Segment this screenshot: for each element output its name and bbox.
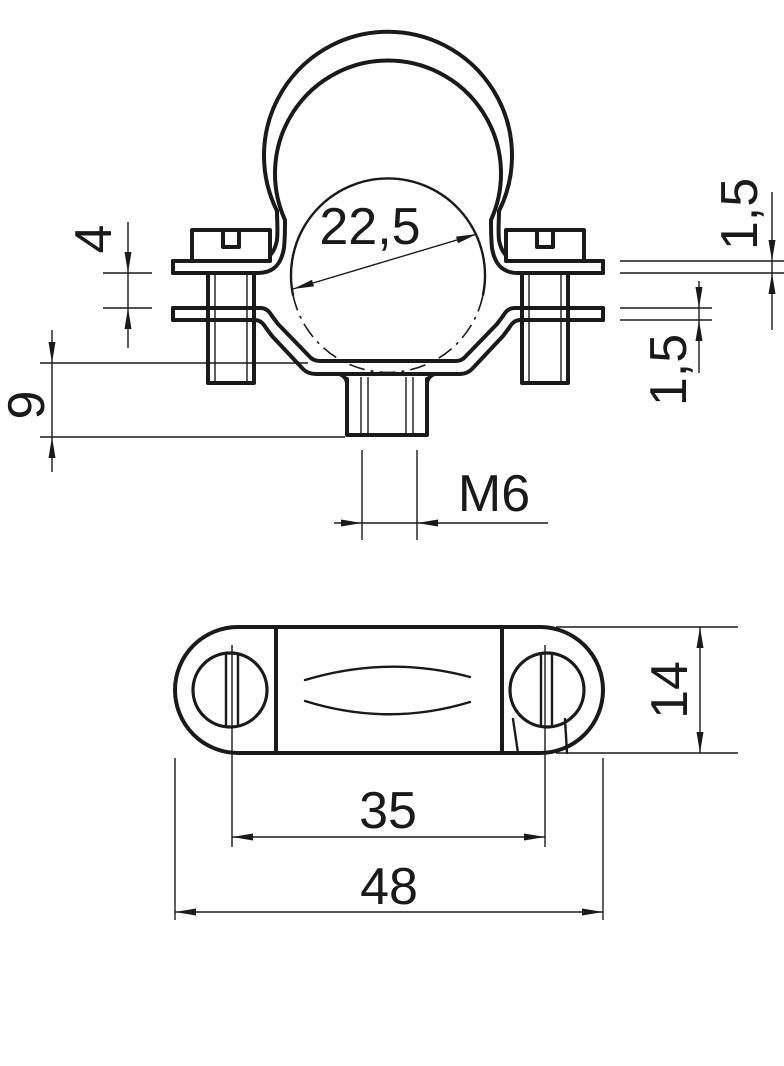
dim-upper-strap-thickness-label: 1,5	[711, 178, 769, 250]
right-screw-head	[504, 228, 586, 263]
left-screw-top	[191, 651, 269, 729]
left-screw-head	[190, 228, 272, 263]
nut-thread-lines	[360, 377, 414, 433]
base-plate-outline	[173, 625, 605, 755]
nut	[337, 372, 437, 437]
pipe-circle-solid-arc	[289, 177, 487, 297]
pipe-seat-lens	[303, 665, 472, 716]
left-screw-slot-top	[224, 652, 240, 728]
top-view: 35 48 14	[173, 625, 738, 920]
dim-base-height: 9	[0, 330, 345, 472]
front-view: 22,5 4 9 1,5 1,5	[0, 29, 784, 540]
dim-lower-strap-thickness-label: 1,5	[640, 334, 698, 406]
dim-thread-label: M6	[458, 465, 530, 523]
dim-flange-gap: 4	[65, 222, 152, 348]
left-screw-slot	[221, 228, 241, 249]
dim-pipe-diameter: 22,5	[292, 198, 478, 290]
lower-strap-inner-contour	[171, 306, 605, 363]
dim-width: 14	[556, 626, 738, 754]
dim-overall-length: 48	[174, 758, 604, 920]
right-screw-slot	[535, 228, 555, 249]
lower-strap-outer-contour	[171, 318, 605, 376]
right-screw-slot-top	[539, 652, 554, 728]
dim-width-label: 14	[641, 661, 699, 719]
upper-strap-outer-contour	[171, 29, 605, 263]
right-screw-shaft	[520, 271, 570, 385]
dim-hole-spacing: 35	[231, 645, 546, 847]
dim-overall-length-label: 48	[360, 858, 418, 916]
dim-hole-spacing-label: 35	[359, 782, 417, 840]
dim-pipe-diameter-label: 22,5	[319, 198, 420, 256]
dim-thread: M6	[334, 450, 548, 540]
dim-upper-strap-thickness: 1,5	[620, 178, 784, 330]
dim-lower-strap-thickness: 1,5	[620, 281, 712, 406]
dim-base-height-label: 9	[0, 391, 56, 420]
left-screw-shaft	[206, 271, 256, 385]
dim-flange-gap-label: 4	[65, 225, 123, 254]
upper-strap-inner-contour	[171, 58, 605, 275]
right-screw-top	[508, 651, 586, 755]
right-screw-flank-lines	[511, 717, 569, 755]
